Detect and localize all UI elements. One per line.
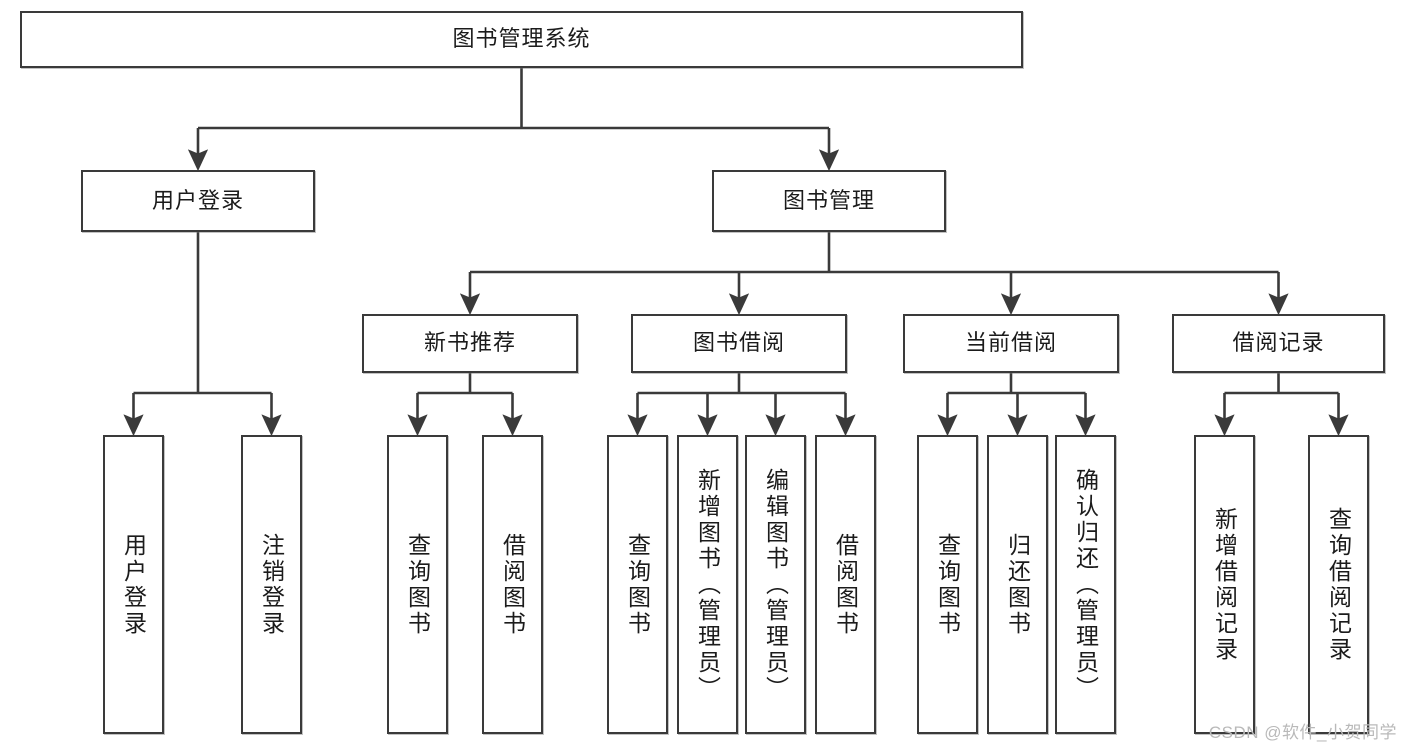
node-book-borrow[interactable]: 图书借阅	[631, 314, 847, 373]
node-label: 图书借阅	[692, 330, 785, 356]
node-label: 注销登录	[258, 532, 285, 637]
node-borrow-log[interactable]: 借阅记录	[1172, 314, 1385, 373]
node-label: 借阅记录	[1232, 330, 1325, 356]
node-leaf-log-add[interactable]: 新增借阅记录	[1194, 435, 1255, 734]
node-label: 用户登录	[151, 187, 244, 213]
node-cur-borrow[interactable]: 当前借阅	[903, 314, 1119, 373]
node-root[interactable]: 图书管理系统	[20, 11, 1023, 68]
node-leaf-bb-edit[interactable]: 编辑图书（管理员）	[745, 435, 806, 734]
node-leaf-rec-query[interactable]: 查询图书	[387, 435, 448, 734]
node-book-manage[interactable]: 图书管理	[712, 170, 946, 232]
node-label: 图书管理系统	[452, 26, 591, 52]
node-label: 用户登录	[120, 532, 147, 637]
node-label: 编辑图书（管理员）	[762, 467, 789, 702]
edge-layer	[123, 68, 1349, 437]
node-leaf-cb-query[interactable]: 查询图书	[917, 435, 978, 734]
node-label: 归还图书	[1004, 532, 1031, 637]
node-label: 新书推荐	[423, 330, 516, 356]
node-leaf-cb-return[interactable]: 归还图书	[987, 435, 1048, 734]
node-leaf-bb-query[interactable]: 查询图书	[607, 435, 668, 734]
node-label: 当前借阅	[964, 330, 1057, 356]
node-label: 查询图书	[624, 532, 651, 637]
node-label: 借阅图书	[832, 532, 859, 637]
node-label: 查询借阅记录	[1325, 506, 1352, 663]
node-label: 图书管理	[782, 187, 875, 213]
node-label: 查询图书	[404, 532, 431, 637]
node-label: 借阅图书	[499, 532, 526, 637]
node-label: 确认归还（管理员）	[1072, 467, 1099, 702]
node-leaf-bb-add[interactable]: 新增图书（管理员）	[677, 435, 738, 734]
node-leaf-log-query[interactable]: 查询借阅记录	[1308, 435, 1369, 734]
node-new-book-rec[interactable]: 新书推荐	[362, 314, 578, 373]
node-leaf-user-logout[interactable]: 注销登录	[241, 435, 302, 734]
node-user-login[interactable]: 用户登录	[81, 170, 315, 232]
node-leaf-bb-borrow[interactable]: 借阅图书	[815, 435, 876, 734]
node-label: 查询图书	[934, 532, 961, 637]
node-label: 新增图书（管理员）	[694, 467, 721, 702]
node-leaf-cb-confirm[interactable]: 确认归还（管理员）	[1055, 435, 1116, 734]
node-leaf-user-login[interactable]: 用户登录	[103, 435, 164, 734]
node-label: 新增借阅记录	[1211, 506, 1238, 663]
node-leaf-rec-borrow[interactable]: 借阅图书	[482, 435, 543, 734]
